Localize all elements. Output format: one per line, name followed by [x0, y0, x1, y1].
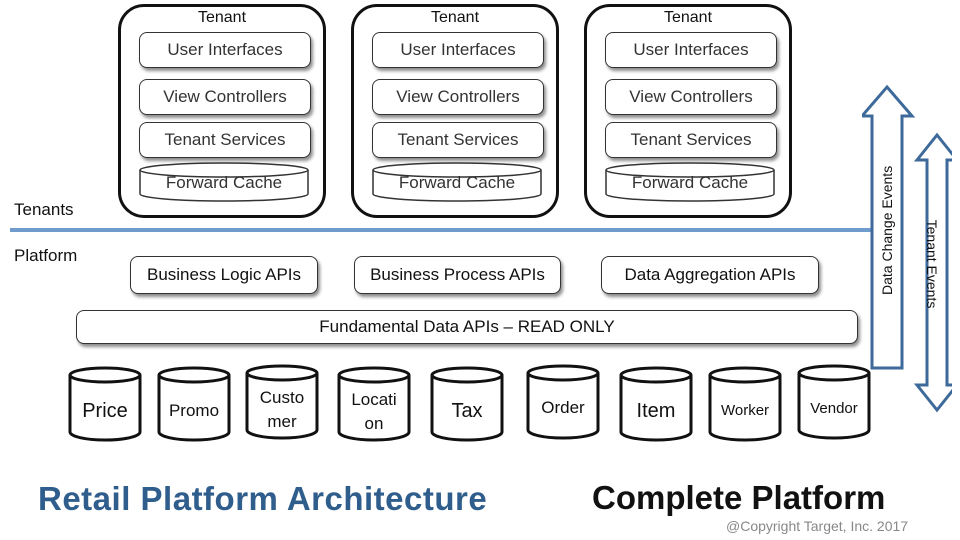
- cache-cylinder-icon: [372, 162, 542, 202]
- layer-view-controllers: View Controllers: [605, 79, 777, 115]
- data-aggregation-apis: Data Aggregation APIs: [601, 256, 819, 294]
- database-label-line1: Custo: [259, 388, 305, 407]
- complete-platform-title: Complete Platform: [592, 479, 886, 516]
- data-change-arrow-icon: [862, 84, 916, 370]
- database-cylinder-icon: [337, 366, 411, 442]
- database-cylinder-icon: [526, 364, 600, 440]
- database-label: Worker: [720, 402, 770, 419]
- cache-label: Forward Cache: [165, 173, 283, 192]
- tenant-events-arrow-icon: [913, 132, 952, 413]
- tenant-box-3: Tenant User Interfaces View Controllers …: [584, 4, 792, 218]
- database-promo: Promo: [157, 366, 231, 442]
- database-cylinder-icon: [157, 366, 231, 442]
- database-cylinder-icon: [619, 366, 693, 442]
- database-cylinder-icon: [430, 366, 504, 442]
- platform-label: Platform: [14, 246, 78, 265]
- data-change-events-label: Data Change Events: [879, 165, 895, 295]
- layer-forward-cache: Forward Cache: [372, 162, 542, 202]
- cache-cylinder-icon: [605, 162, 775, 202]
- tenant-platform-divider: [10, 228, 872, 232]
- layer-user-interfaces: User Interfaces: [139, 32, 311, 68]
- database-label: Promo: [168, 401, 220, 420]
- database-label: Vendor: [810, 400, 858, 417]
- database-label-line1: Locati: [351, 390, 397, 409]
- layer-tenant-services: Tenant Services: [139, 122, 311, 158]
- database-tax: Tax: [430, 366, 504, 442]
- layer-user-interfaces: User Interfaces: [605, 32, 777, 68]
- layer-view-controllers: View Controllers: [139, 79, 311, 115]
- tenant-box-2: Tenant User Interfaces View Controllers …: [351, 4, 559, 218]
- layer-tenant-services: Tenant Services: [372, 122, 544, 158]
- tenant-events-label: Tenant Events: [924, 219, 940, 309]
- database-cylinder-icon: [245, 364, 319, 440]
- layer-tenant-services: Tenant Services: [605, 122, 777, 158]
- database-label: Order: [541, 398, 585, 417]
- database-label: Price: [82, 400, 128, 422]
- database-vendor: Vendor: [797, 364, 871, 440]
- cache-label: Forward Cache: [631, 173, 749, 192]
- database-item: Item: [619, 366, 693, 442]
- diagram-title: Retail Platform Architecture: [38, 480, 488, 517]
- layer-user-interfaces: User Interfaces: [372, 32, 544, 68]
- database-order: Order: [526, 364, 600, 440]
- copyright-notice: @Copyright Target, Inc. 2017: [726, 518, 909, 534]
- fundamental-data-apis: Fundamental Data APIs – READ ONLY: [76, 310, 858, 344]
- database-label: Item: [636, 400, 676, 422]
- business-logic-apis: Business Logic APIs: [130, 256, 318, 294]
- layer-forward-cache: Forward Cache: [139, 162, 309, 202]
- tenant-title: Tenant: [430, 9, 480, 26]
- database-cylinder-icon: [68, 366, 142, 442]
- database-cylinder-icon: [708, 366, 782, 442]
- tenant-box-1: Tenant User Interfaces View Controllers …: [118, 4, 326, 218]
- database-label: Tax: [451, 400, 483, 422]
- database-location: Locati on: [337, 366, 411, 442]
- tenants-label: Tenants: [14, 200, 74, 219]
- layer-forward-cache: Forward Cache: [605, 162, 775, 202]
- database-price: Price: [68, 366, 142, 442]
- business-process-apis: Business Process APIs: [354, 256, 561, 294]
- tenant-title: Tenant: [663, 9, 713, 26]
- cache-label: Forward Cache: [398, 173, 516, 192]
- event-arrows: [862, 84, 952, 413]
- tenant-title: Tenant: [197, 9, 247, 26]
- database-label-line2: on: [364, 414, 384, 433]
- database-worker: Worker: [708, 366, 782, 442]
- database-label-line2: mer: [267, 412, 297, 431]
- database-customer: Custo mer: [245, 364, 319, 440]
- database-cylinder-icon: [797, 364, 871, 440]
- layer-view-controllers: View Controllers: [372, 79, 544, 115]
- cache-cylinder-icon: [139, 162, 309, 202]
